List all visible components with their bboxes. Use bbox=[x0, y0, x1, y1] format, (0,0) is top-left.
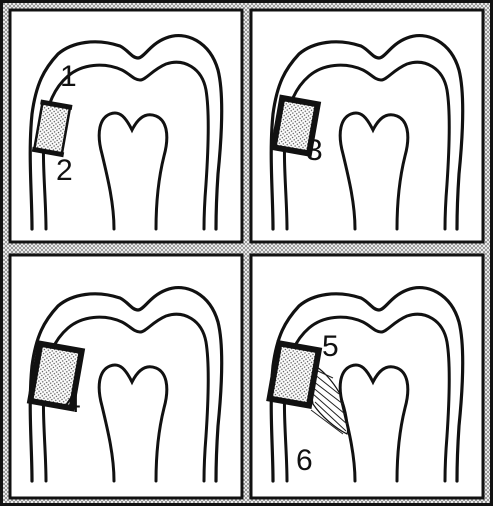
panel-bottom-left: 4 bbox=[10, 255, 242, 498]
panel-top-left: 1 2 bbox=[10, 10, 242, 242]
label-2: 2 bbox=[56, 154, 73, 187]
label-5: 5 bbox=[322, 330, 339, 363]
panel-bottom-right: 5 6 bbox=[251, 255, 483, 498]
panel-top-right: 3 bbox=[251, 10, 483, 242]
label-4: 4 bbox=[64, 386, 81, 419]
restoration bbox=[270, 343, 319, 405]
label-6: 6 bbox=[296, 444, 313, 477]
label-3: 3 bbox=[306, 134, 323, 167]
label-1: 1 bbox=[60, 60, 77, 93]
